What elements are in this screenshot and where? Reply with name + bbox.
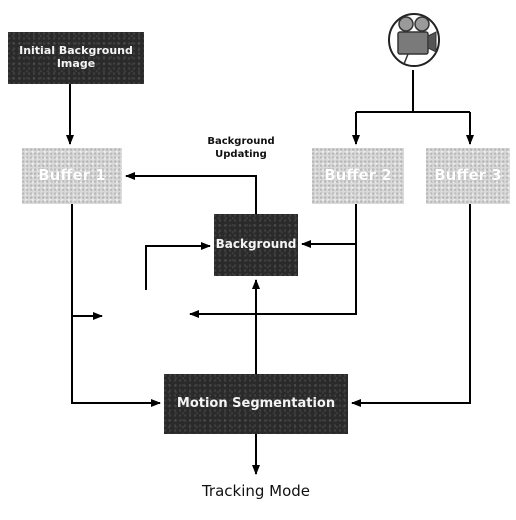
video-camera-icon	[388, 13, 440, 67]
arrow-buffer-2-to-background	[301, 204, 357, 248]
buffer-2-label: Buffer 2	[324, 166, 392, 185]
tracking-mode-label: Tracking Mode	[201, 482, 311, 500]
buffer-2-block: Buffer 2	[312, 148, 404, 204]
initial-background-image-block: Initial Background Image	[8, 32, 144, 84]
background-updating-label: Background Updating	[207, 136, 275, 160]
arrow-buffer-1-to-motion	[71, 204, 161, 407]
arrow-loop-to-background	[145, 242, 211, 290]
motion-segmentation-block: Motion Segmentation	[164, 374, 348, 434]
arrow-background-to-buffer-1	[125, 172, 257, 214]
initial-background-image-label: Initial Background Image	[19, 44, 133, 70]
motion-segmentation-label: Motion Segmentation	[176, 395, 336, 411]
background-label: Background	[215, 237, 297, 252]
arrow-buffer-3-to-motion	[351, 204, 471, 407]
buffer-3-block: Buffer 3	[426, 148, 510, 204]
background-block: Background	[214, 214, 298, 276]
arrow-buffer-2-branch	[189, 244, 357, 318]
buffer-1-block: Buffer 1	[22, 148, 122, 204]
buffer-1-label: Buffer 1	[38, 166, 106, 185]
buffer-3-label: Buffer 3	[434, 166, 502, 185]
